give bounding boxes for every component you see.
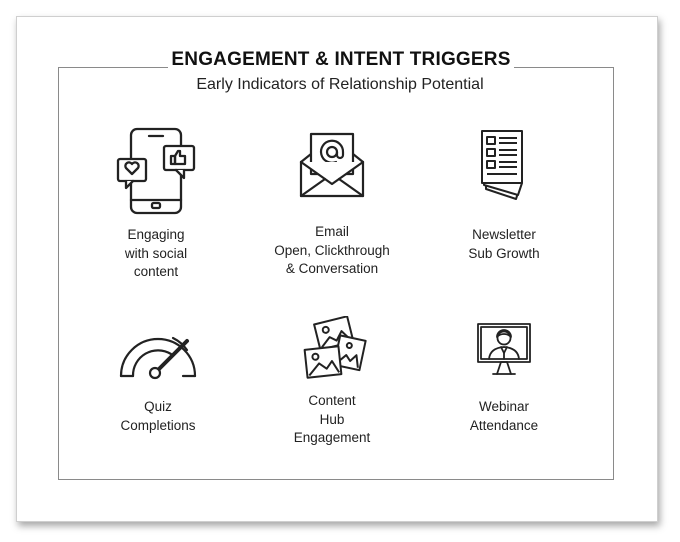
page-subtitle: Early Indicators of Relationship Potenti… [196,76,484,93]
item-label: Webinar Attendance [469,399,539,433]
item-label: Engaging with social content [124,227,188,279]
item-label: Quiz Completions [120,399,196,433]
newsletter-icon [476,129,532,201]
card [16,16,658,522]
item-label: Email Open, Clickthrough & Conversation [274,224,390,276]
social-phone-icon [114,126,198,216]
email-envelope-icon [297,130,367,200]
item-label: Content Hub Engagement [293,393,371,445]
page-title: ENGAGEMENT & INTENT TRIGGERS [168,46,514,74]
item-label: Newsletter Sub Growth [468,227,540,261]
photos-icon [301,316,367,380]
webinar-monitor-icon [474,320,534,378]
gauge-icon [117,332,199,380]
